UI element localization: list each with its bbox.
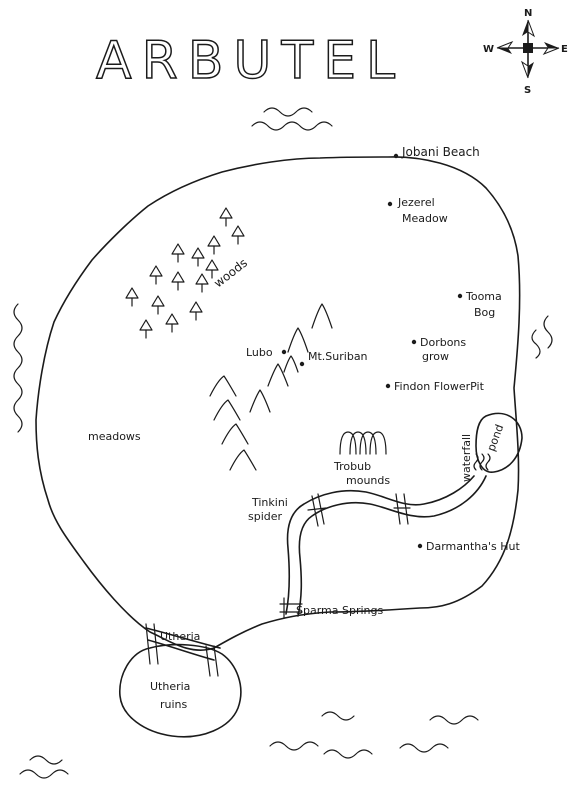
map-title: ARBUTEL bbox=[96, 31, 405, 91]
waterfall-label: waterfall bbox=[460, 434, 473, 482]
bridge-icon bbox=[279, 597, 303, 619]
bridge-icon bbox=[307, 493, 327, 527]
mountain-peak-icon bbox=[249, 389, 271, 413]
compass-west-label: W bbox=[483, 44, 494, 55]
bridge-icon bbox=[205, 645, 219, 677]
mountain-range bbox=[209, 303, 333, 471]
pond-label: pond bbox=[485, 423, 507, 453]
bridge-icon bbox=[393, 493, 411, 525]
mountain-peak-icon bbox=[229, 449, 257, 471]
darmanthas-hut-dot bbox=[417, 543, 423, 549]
trobub-mounds-icon bbox=[339, 431, 387, 455]
tinkini-spider-label-2: spider bbox=[248, 510, 283, 523]
compass-east-label: E bbox=[561, 44, 568, 55]
dorbons-grow-label-2: grow bbox=[422, 350, 449, 363]
wave-icon bbox=[13, 303, 23, 433]
river bbox=[285, 475, 487, 617]
woods-label: woods bbox=[211, 256, 250, 291]
mt-suriban-dot bbox=[299, 361, 305, 367]
tooma-bog-label-1: Tooma bbox=[465, 290, 502, 303]
compass-north-label: N bbox=[524, 8, 532, 19]
wave-icon bbox=[269, 711, 479, 759]
trobub-mounds-label-2: mounds bbox=[346, 474, 390, 487]
woods-area: woods bbox=[125, 207, 250, 339]
compass-rose-icon: N S E W bbox=[483, 8, 568, 96]
mountain-peak-icon bbox=[209, 375, 237, 397]
utheria-path bbox=[145, 627, 221, 649]
dorbons-grow-dot bbox=[411, 339, 417, 345]
wave-icon bbox=[251, 107, 333, 131]
tooma-bog-label-2: Bog bbox=[474, 306, 495, 319]
lubo-dot bbox=[281, 349, 287, 355]
utheria-bridge-label: Utheria bbox=[160, 630, 200, 643]
mt-suriban-label: Mt.Suriban bbox=[308, 350, 368, 363]
compass-south-label: S bbox=[524, 85, 531, 96]
wave-icon bbox=[531, 315, 553, 359]
utheria-ruins-label-2: ruins bbox=[160, 698, 188, 711]
tinkini-spider-label-1: Tinkini bbox=[251, 496, 288, 509]
jezerel-meadow-dot bbox=[387, 201, 393, 207]
island-coastline bbox=[35, 156, 521, 651]
darmanthas-hut-label: Darmantha's Hut bbox=[426, 540, 520, 553]
dorbons-grow-label-1: Dorbons bbox=[420, 336, 466, 349]
jobani-beach-label: Jobani Beach bbox=[401, 145, 480, 159]
trobub-mounds-label-1: Trobub bbox=[333, 460, 371, 473]
mountain-peak-icon bbox=[267, 363, 289, 387]
sparma-springs-label: Sparma Springs bbox=[296, 604, 383, 617]
pond bbox=[475, 412, 523, 473]
mountain-peak-icon bbox=[287, 327, 309, 353]
pine-tree-icon bbox=[125, 207, 245, 339]
jobani-beach-dot bbox=[393, 153, 399, 159]
waterfall-icon bbox=[473, 453, 491, 471]
findon-flowerpit-dot bbox=[385, 383, 391, 389]
mountain-peak-icon bbox=[311, 303, 333, 329]
wave-icon bbox=[19, 755, 69, 779]
lubo-label: Lubo bbox=[246, 346, 273, 359]
findon-flowerpit-label: Findon FlowerPit bbox=[394, 380, 485, 393]
mountain-peak-icon bbox=[213, 399, 241, 421]
bridge-icon bbox=[145, 623, 159, 665]
jezerel-meadow-label-1: Jezerel bbox=[397, 196, 435, 209]
utheria-ruins-islet bbox=[119, 643, 242, 738]
utheria-ruins-label-1: Utheria bbox=[150, 680, 190, 693]
mountain-peak-icon bbox=[283, 355, 299, 373]
meadows-label: meadows bbox=[88, 430, 141, 443]
mountain-peak-icon bbox=[221, 423, 249, 445]
jezerel-meadow-label-2: Meadow bbox=[402, 212, 448, 225]
tooma-bog-dot bbox=[457, 293, 463, 299]
